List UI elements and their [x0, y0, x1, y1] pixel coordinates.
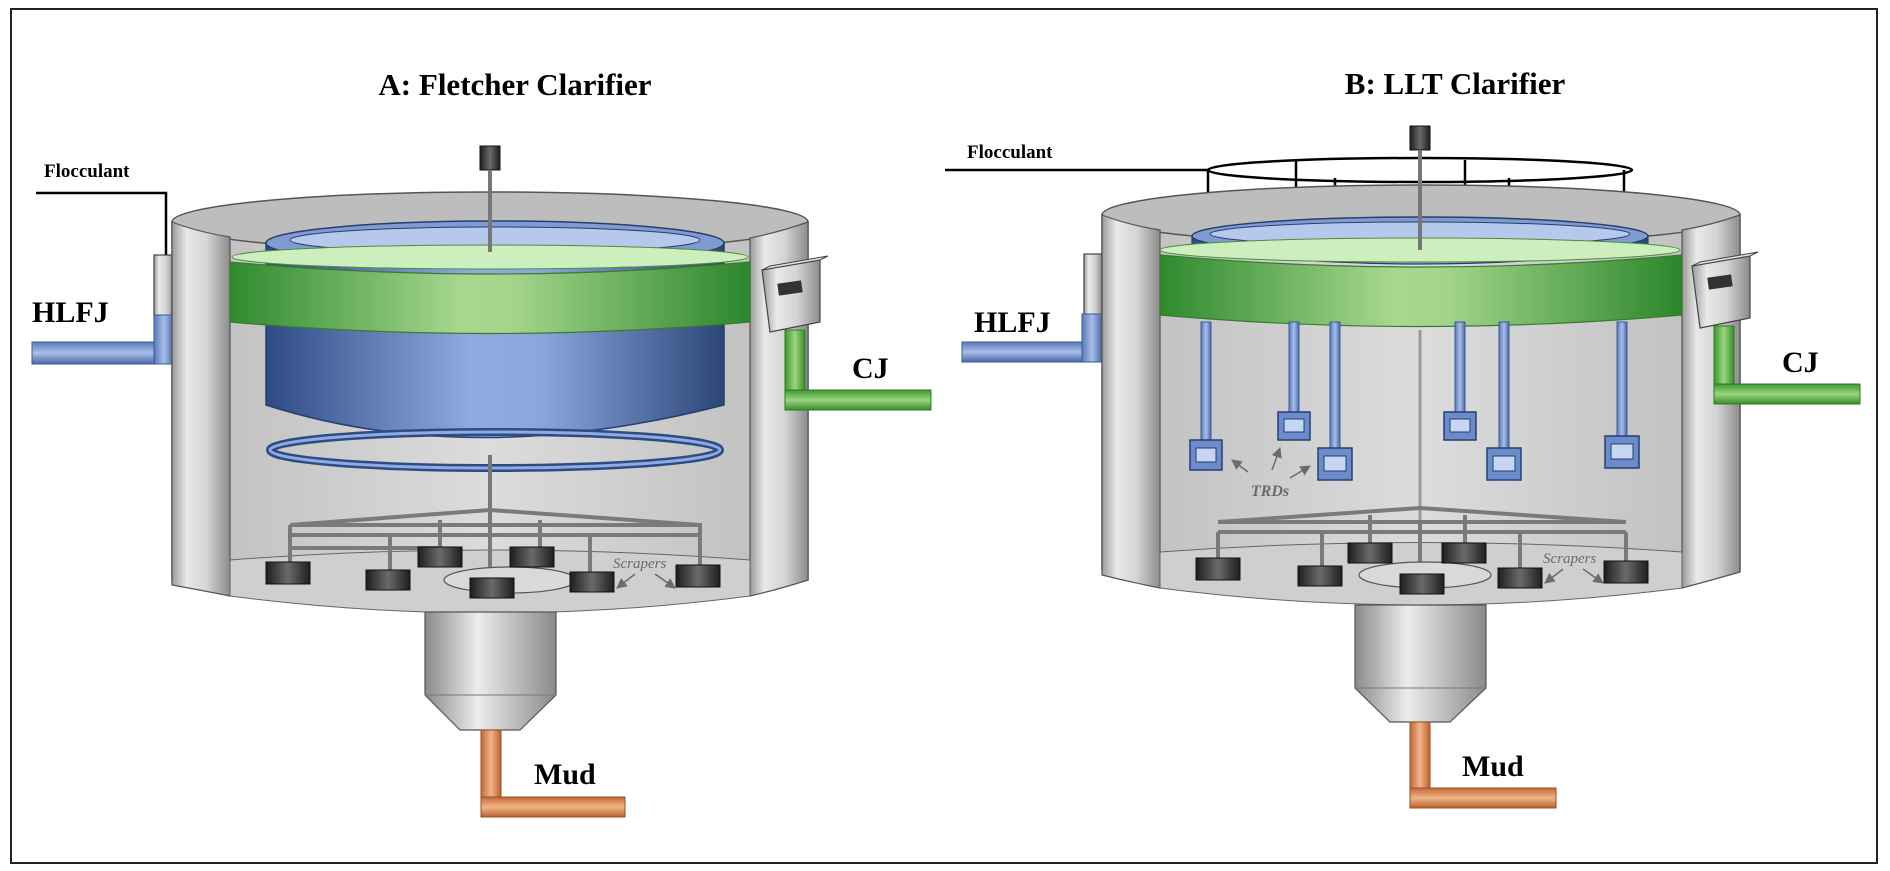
- panel-b-trds-arrow-middle: [1271, 447, 1282, 471]
- scraper-blade: [1347, 542, 1393, 564]
- panel-a-scrapers-label: Scrapers: [613, 556, 666, 572]
- panel-b-hlfj-label: HLFJ: [974, 306, 1051, 339]
- scraper-blade: [1441, 542, 1487, 564]
- trd-unit: [1189, 321, 1223, 471]
- panel-b-cj-label: CJ: [1782, 346, 1819, 379]
- scraper-blade: [265, 561, 311, 585]
- panel-a-mud-cone: [424, 611, 557, 731]
- trd-unit: [1604, 321, 1640, 469]
- scraper-blade: [1399, 573, 1445, 595]
- panel-a-cj-outlet-pipe: [761, 255, 932, 411]
- panel-a-scrapers-arrow-left: [616, 573, 636, 589]
- panel-b-flocculant-label: Flocculant: [967, 142, 1053, 163]
- panel-b-hlfj-inlet-pipe: [961, 253, 1103, 363]
- panel-b-scrapers-arrow-left: [1544, 568, 1564, 584]
- panel-b-scraper-blades: [1195, 542, 1649, 595]
- panel-b-scraper-rake: [1216, 505, 1628, 578]
- panel-b-mud-pipe: [1409, 721, 1557, 809]
- panel-a-mud-label: Mud: [534, 758, 596, 791]
- panel-b-scrapers-arrow-right: [1582, 568, 1604, 584]
- scraper-blade: [1603, 560, 1649, 584]
- panel-a-scraper-blades: [265, 546, 721, 599]
- scraper-blade: [1195, 557, 1241, 581]
- scraper-blade: [1297, 565, 1343, 587]
- panel-b-overflow-launder: [1159, 237, 1683, 328]
- panel-a-title: A: Fletcher Clarifier: [378, 67, 651, 102]
- scraper-blade: [675, 564, 721, 588]
- panel-a-hlfj-label: HLFJ: [32, 296, 109, 329]
- panel-a-fletcher-clarifier: A: Fletcher Clarifier Flocculant HLFJ: [31, 67, 932, 818]
- figure-frame: [10, 8, 1878, 864]
- trd-unit: [1277, 321, 1311, 441]
- trd-unit: [1317, 321, 1353, 481]
- scraper-blade: [1497, 567, 1543, 589]
- panel-b-llt-clarifier: B: LLT Clarifier Flocculant HLFJ: [945, 66, 1861, 809]
- scraper-blade: [569, 571, 615, 593]
- panel-b-cj-outlet-pipe: [1691, 251, 1861, 405]
- panel-b-trds-arrow-right: [1289, 465, 1311, 479]
- trd-unit: [1443, 321, 1477, 441]
- panel-a-overflow-launder: [229, 244, 751, 335]
- trd-unit: [1486, 321, 1522, 481]
- panel-b-scrapers-label: Scrapers: [1543, 551, 1596, 567]
- panel-a-cj-label: CJ: [852, 352, 889, 385]
- panel-a-drive-shaft: [479, 145, 501, 525]
- panel-a-distribution-ring-highlight: [268, 430, 722, 470]
- scraper-blade: [417, 546, 463, 568]
- panel-b-trds-label: TRDs: [1251, 483, 1289, 500]
- panel-b-title: B: LLT Clarifier: [1345, 66, 1566, 101]
- panel-b-drive-shaft: [1409, 125, 1431, 520]
- panel-b-mud-label: Mud: [1462, 750, 1524, 783]
- panel-b-trd-assemblies: [1189, 321, 1640, 481]
- panel-a-mud-pipe: [480, 729, 626, 818]
- scraper-blade: [469, 577, 515, 599]
- scraper-blade: [365, 569, 411, 591]
- panel-b-mud-cone: [1354, 604, 1487, 723]
- panel-a-scrapers-arrow-right: [654, 573, 676, 589]
- panel-a-hlfj-inlet-pipe: [31, 314, 175, 365]
- panel-a-flocculant-label: Flocculant: [44, 161, 130, 182]
- panel-b-trds-arrow-left: [1231, 459, 1249, 473]
- scraper-blade: [509, 546, 555, 568]
